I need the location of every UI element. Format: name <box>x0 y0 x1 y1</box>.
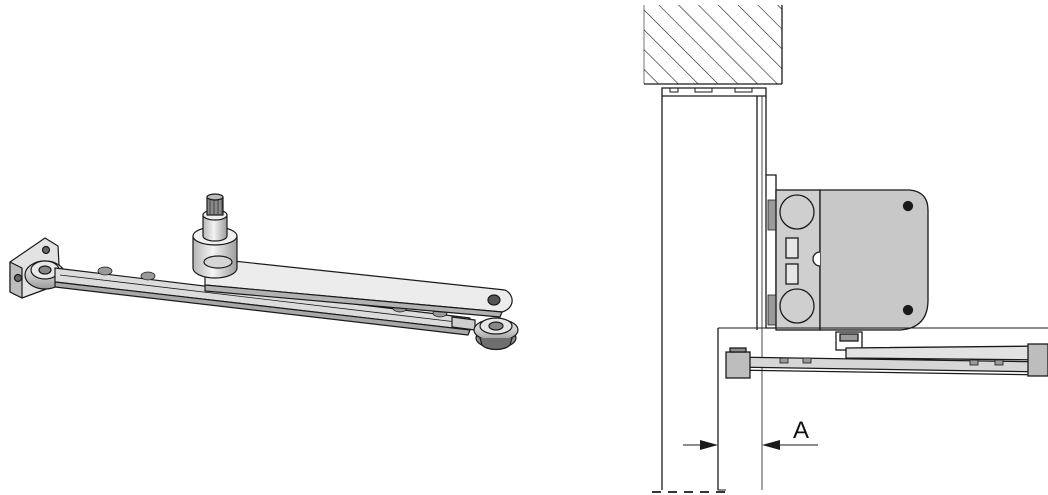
section-view: A <box>643 5 1048 493</box>
section-pivot <box>835 331 863 351</box>
pivot-shaft <box>192 193 238 279</box>
wall-section-hatched <box>643 5 783 85</box>
dimension-a: A <box>683 417 818 450</box>
dimension-label-a: A <box>793 417 809 444</box>
frame-profile-top <box>661 87 767 97</box>
arm-assembly-illustration <box>9 193 519 351</box>
right-roller <box>473 317 519 351</box>
operator-housing <box>765 174 929 331</box>
door-leaf-outline <box>717 327 1048 491</box>
door-frame-lines <box>661 96 767 490</box>
section-arm <box>725 343 1048 379</box>
upper-arm <box>204 257 513 318</box>
